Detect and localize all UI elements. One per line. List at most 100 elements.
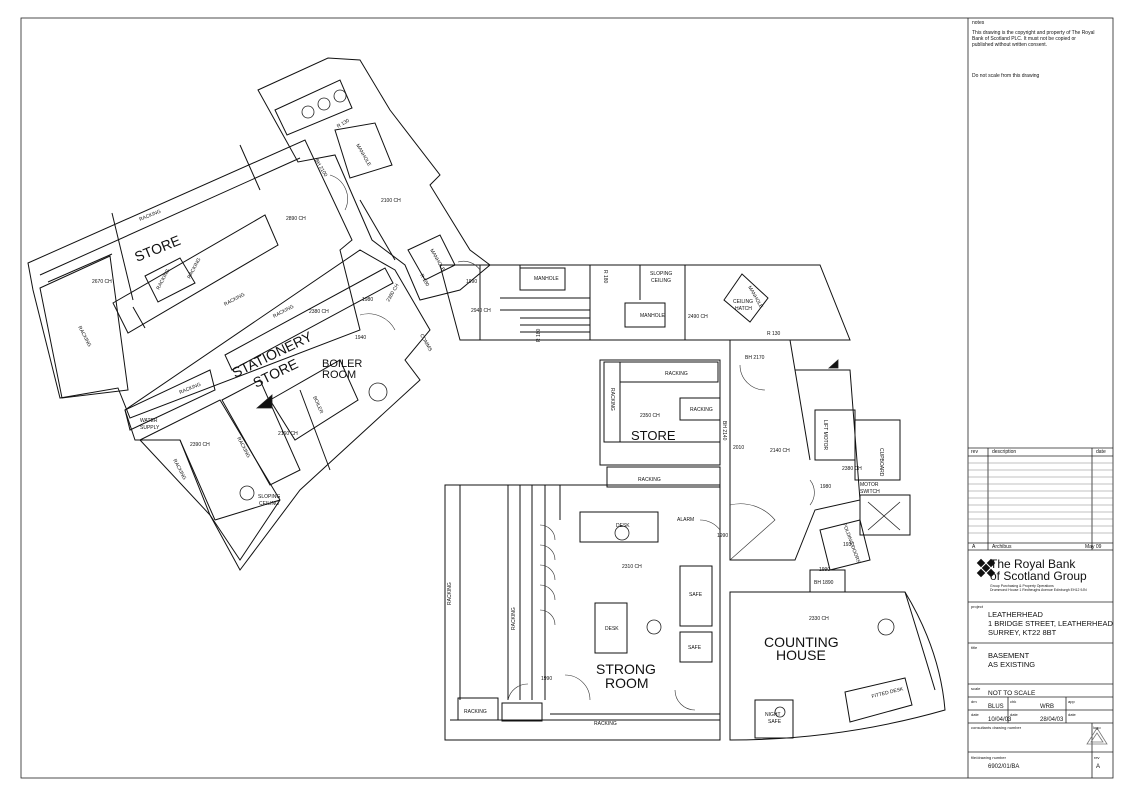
label-racking: RACKING	[155, 268, 171, 291]
door-height-tag: 1990	[819, 567, 830, 573]
label-racking: RACKING	[665, 371, 688, 377]
company-address: Drummond House 1 Redheughs Avenue Edinbu…	[990, 588, 1087, 592]
room-hall	[729, 339, 861, 561]
drawing-number-value: 6902/01/BA	[988, 764, 1020, 770]
date-approved-label: date	[1068, 712, 1076, 717]
door-swings	[329, 174, 815, 711]
project-line3: SURREY, KT22 8BT	[988, 628, 1057, 637]
bulkhead-tag: BH 2170	[745, 355, 765, 361]
label-manhole: MANHOLE	[354, 143, 372, 168]
label-racking: RACKING	[447, 582, 453, 605]
recycle-logo-icon	[1086, 727, 1108, 745]
label-racking: RACKING	[186, 257, 202, 280]
bulkhead-tag: BH 2140	[721, 421, 727, 441]
scale-note: Do not scale from this drawing	[972, 73, 1040, 79]
room-store-left: STORE	[132, 232, 182, 265]
door-height-tag: 1980	[820, 484, 831, 490]
door-height-tag: 1940	[355, 335, 366, 341]
height-tag: 2330 CH	[809, 616, 829, 622]
title-label: title	[971, 645, 978, 650]
height-tag: 2670 CH	[92, 279, 112, 285]
revision-col-description: description	[992, 449, 1017, 455]
label-fitted-desk: FITTED DESK	[871, 686, 905, 700]
label-desk: DESK	[616, 523, 630, 529]
label-racking: RACKING	[139, 209, 162, 223]
room-boiler-line1: BOILER	[322, 358, 362, 370]
wing-store-left	[27, 139, 361, 419]
notes-heading: notes	[972, 20, 985, 26]
label-water-line1: WATER	[140, 418, 158, 424]
revision-col-date: date	[1096, 449, 1106, 455]
label-racking: RACKING	[464, 709, 487, 715]
room-strong-line1: STRONG	[596, 661, 656, 677]
label-racking: RACKING	[171, 458, 187, 481]
plan-walls	[27, 57, 946, 741]
riser-tag: R 180	[536, 328, 542, 342]
riser-tag: R 180	[418, 273, 430, 288]
drawing-number-label: file/drawing number	[971, 755, 1006, 760]
door-height-tag: 2010	[733, 445, 744, 451]
date-checked-label: date	[1010, 712, 1018, 717]
revision-description: Archibus	[992, 544, 1012, 550]
label-water-line2: SUPPLY	[140, 425, 160, 431]
label-racking: RACKING	[609, 388, 615, 411]
label-racking: RACKING	[76, 325, 92, 348]
label-racking: RACKING	[690, 407, 713, 413]
label-motor-line2: SWITCH	[860, 489, 880, 495]
checked-value: WRB	[1040, 704, 1054, 710]
scale-value: NOT TO SCALE	[988, 690, 1036, 697]
label-manhole: MANHOLE	[640, 313, 665, 319]
height-tag: 2380 CH	[842, 466, 862, 472]
label-manhole: MANHOLE	[534, 276, 559, 282]
door-height-tag: 1990	[717, 533, 728, 539]
height-tag: 2350 CH	[640, 413, 660, 419]
label-desk: DESK	[605, 626, 619, 632]
label-manhole: MANHOLE	[428, 248, 446, 273]
project-line2: 1 BRIDGE STREET, LEATHERHEAD	[988, 619, 1113, 628]
checked-label: chk	[1010, 699, 1017, 704]
label-racking: RACKING	[272, 304, 295, 320]
project-label: project	[971, 604, 984, 609]
label-sloping-line1: SLOPING	[258, 494, 280, 500]
height-tag: 2140 CH	[770, 448, 790, 454]
racking-stationery	[224, 267, 394, 371]
door-height-tag: 1930	[843, 542, 854, 548]
label-sloping-line2: CEILING	[651, 278, 671, 284]
label-lift-motor: LIFT MOTOR	[822, 420, 828, 450]
date-drawn-label: date	[971, 712, 979, 717]
title-block: notes This drawing is the copyright and …	[968, 18, 1113, 778]
title-line1: BASEMENT	[988, 651, 1030, 660]
wing-stationery-boiler	[124, 249, 431, 571]
room-counting-line2: HOUSE	[776, 647, 826, 663]
drawn-label: drn	[971, 699, 977, 704]
label-alarm: ALARM	[677, 517, 694, 523]
revision-col-rev: rev	[971, 449, 978, 455]
approved-label: app	[1068, 699, 1075, 704]
sheet-border	[20, 17, 1114, 779]
date-checked-value: 28/04/03	[1040, 717, 1064, 723]
height-tag: 2380 CH	[309, 309, 329, 315]
label-racking: RACKING	[638, 477, 661, 483]
project-line1: LEATHERHEAD	[988, 610, 1043, 619]
dimension-tags: 2670 CH 2890 CH 2100 CH 2380 CH 2380 CH …	[92, 118, 862, 682]
room-counting	[729, 591, 946, 741]
revision-date: May 09	[1085, 544, 1102, 550]
door-height-tag: 1990	[541, 676, 552, 682]
equipment-symbols	[239, 89, 901, 718]
label-motor-line1: MOTOR	[860, 482, 879, 488]
scale-label: scale	[971, 686, 981, 691]
wing-corridor-upper	[257, 57, 491, 301]
label-comms: COMMS	[418, 333, 433, 353]
label-cupboard: CUPBOARD	[878, 448, 884, 477]
revision-rev: A	[972, 544, 976, 550]
riser-tag: R 130	[767, 331, 781, 337]
height-tag: 2310 CH	[622, 564, 642, 570]
drawing-rev-label: rev	[1094, 755, 1100, 760]
bulkhead-tag: BH 1890	[814, 580, 834, 586]
label-racking: RACKING	[594, 721, 617, 727]
title-line2: AS EXISTING	[988, 660, 1036, 669]
copyright-note: This drawing is the copyright and proper…	[972, 30, 1095, 48]
label-sloping-line1: SLOPING	[650, 271, 672, 277]
door-height-tag: 1990	[466, 279, 477, 285]
